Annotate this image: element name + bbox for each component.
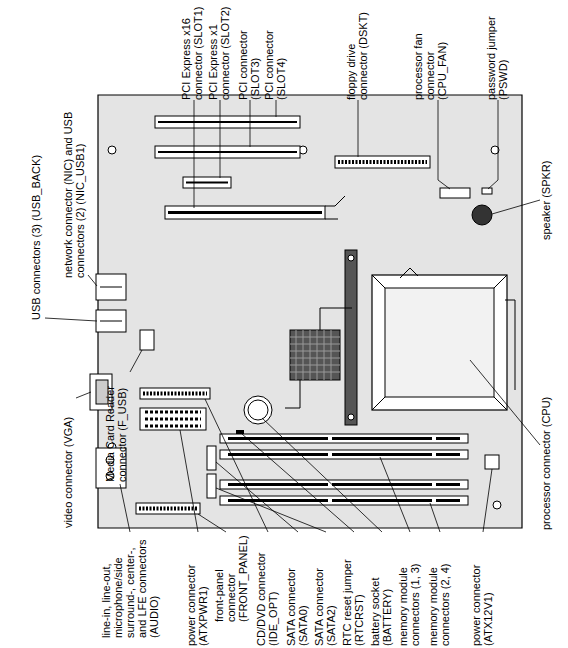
callout-label-box: SATA connector (SATA0) (285, 532, 311, 646)
callout-label: floppy drive connector (DSKT) (345, 0, 371, 100)
callout-label-box: PCI Express x16 connector (SLOT1) (180, 0, 206, 100)
callout-label: password jumper (PSWD) (485, 0, 511, 100)
callout-label-box: video connector (VGA) (62, 398, 76, 528)
leader-lines (45, 100, 540, 532)
callout-label: line-in, line-out, microphone/side surro… (100, 532, 162, 638)
retention-bracket (345, 250, 357, 425)
atx12v-connector (485, 455, 499, 469)
callout-label-box: processor fan connector (CPU_FAN) (412, 0, 450, 100)
fan-connector (440, 188, 470, 198)
callout-label: front-panel connector (FRONT_PANEL) (213, 532, 251, 622)
callout-label-box: CD/DVD connector (IDE_OPT) (255, 532, 281, 646)
callout-label-box: line-in, line-out, microphone/side surro… (100, 532, 162, 638)
memory-slots (220, 434, 468, 505)
callout-label: power connector (ATX12V1) (470, 532, 496, 646)
callout-label-box: USB connectors (3) (USB_BACK) (30, 145, 44, 320)
callout-label-box: PCI connector (SLOT4) (263, 0, 289, 100)
mounting-holes (108, 146, 501, 509)
callout-label: Media Card Reader connector (F_USB) (104, 372, 130, 482)
callout-label: SATA connector (SATA2) (313, 532, 339, 646)
callout-label-box: PCI Express x1 connector (SLOT2) (207, 0, 233, 100)
callout-label-box: power connector (ATX12V1) (470, 532, 496, 646)
callout-label: PCI connector (SLOT3) (237, 0, 263, 100)
callout-label-box: power connector (ATXPWR1) (185, 532, 211, 646)
chipset-heatsink (290, 330, 340, 380)
callout-label-box: speaker (SPKR) (540, 150, 554, 240)
callout-label-box: RTC reset jumper (RTCRST) (341, 532, 367, 646)
callout-label-box: password jumper (PSWD) (485, 0, 511, 100)
callout-label: memory module connectors (1, 3) (397, 532, 423, 646)
callout-label: speaker (SPKR) (540, 150, 554, 240)
callout-label: RTC reset jumper (RTCRST) (341, 532, 367, 646)
callout-label: network connector (NIC) and USB connecto… (62, 66, 88, 278)
callout-label: memory module connectors (2, 4) (427, 532, 453, 646)
callout-label: CD/DVD connector (IDE_OPT) (255, 532, 281, 646)
callout-label-box: SATA connector (SATA2) (313, 532, 339, 646)
sata-connector (207, 474, 216, 498)
floppy-connector (335, 156, 430, 168)
callout-label: battery socket (BATTERY) (369, 532, 395, 646)
callout-label: power connector (ATXPWR1) (185, 532, 211, 646)
callout-label-box: memory module connectors (2, 4) (427, 532, 453, 646)
callout-label: processor fan connector (CPU_FAN) (412, 0, 450, 100)
callout-label: video connector (VGA) (62, 398, 76, 528)
sata-connector (207, 446, 216, 470)
callout-label-box: network connector (NIC) and USB connecto… (62, 66, 88, 278)
callout-label: processor connector (CPU) (540, 380, 554, 530)
speaker-symbol (472, 205, 492, 225)
callout-label-box: front-panel connector (FRONT_PANEL) (213, 532, 251, 622)
card-reader-header (140, 330, 154, 350)
callout-label: SATA connector (SATA0) (285, 532, 311, 646)
callout-label-box: processor connector (CPU) (540, 380, 554, 530)
callout-label: PCI connector (SLOT4) (263, 0, 289, 100)
password-jumper (482, 188, 492, 194)
callout-label-box: battery socket (BATTERY) (369, 532, 395, 646)
callout-label-box: floppy drive connector (DSKT) (345, 0, 371, 100)
callout-label-box: memory module connectors (1, 3) (397, 532, 423, 646)
callout-label: USB connectors (3) (USB_BACK) (30, 145, 44, 320)
callout-label: PCI Express x1 connector (SLOT2) (207, 0, 233, 100)
rtc-jumper (236, 430, 244, 434)
callout-label: PCI Express x16 connector (SLOT1) (180, 0, 206, 100)
board-headers (136, 388, 210, 514)
callout-label-box: Media Card Reader connector (F_USB) (104, 372, 130, 482)
battery-symbol (244, 396, 272, 424)
callout-label-box: PCI connector (SLOT3) (237, 0, 263, 100)
